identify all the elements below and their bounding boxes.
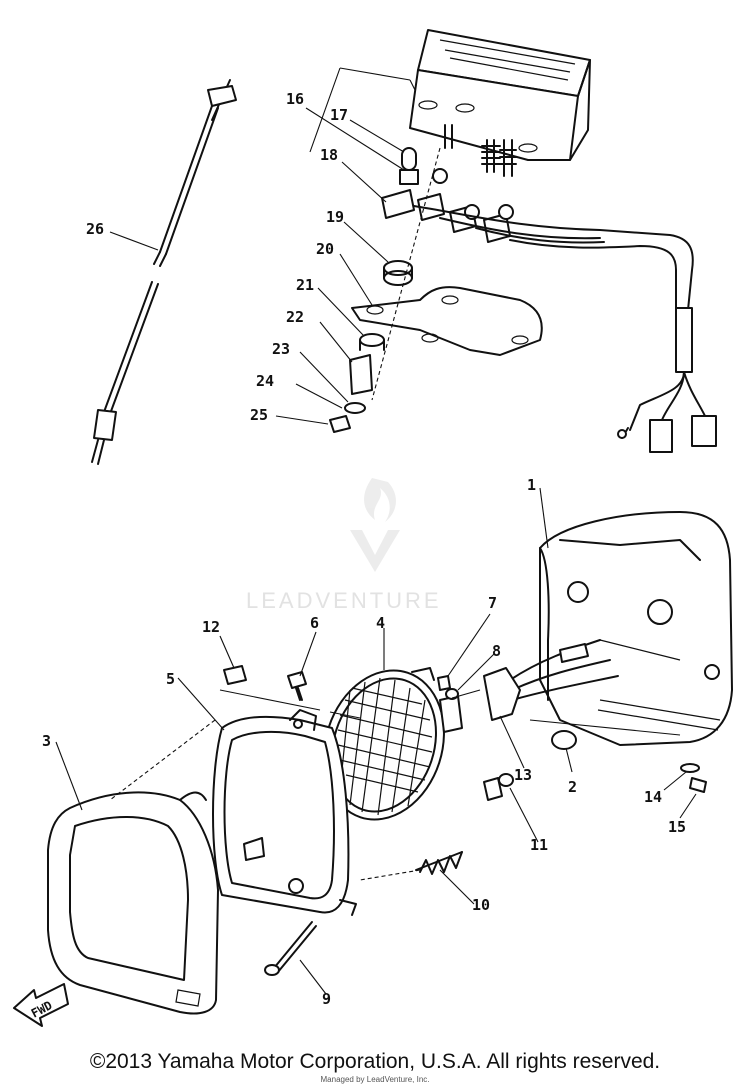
callout-11: 11: [530, 836, 548, 854]
rim-screw: [287, 671, 307, 701]
spacer-collar: [349, 354, 373, 395]
callout-16: 16: [286, 90, 304, 108]
leadventure-logo: [350, 478, 400, 572]
callout-13: 13: [514, 766, 532, 784]
grommet-lower: [359, 333, 385, 351]
headlight-wiring: [483, 639, 619, 721]
callout-5: 5: [166, 670, 175, 688]
washer: [344, 402, 366, 414]
housing-screw: [680, 763, 707, 793]
speedometer-housing: [409, 29, 591, 177]
callout-19: 19: [326, 208, 344, 226]
callout-25: 25: [250, 406, 268, 424]
callout-22: 22: [286, 308, 304, 326]
callout-9: 9: [322, 990, 331, 1008]
headlight-housing: [539, 511, 733, 746]
callout-2: 2: [568, 778, 577, 796]
sealed-beam-unit: [323, 667, 503, 821]
adjusting-screw: [264, 921, 317, 976]
callout-12: 12: [202, 618, 220, 636]
headlight-rim: [212, 709, 357, 916]
headlight-visor: [47, 791, 219, 1015]
fwd-arrow-icon: [13, 983, 69, 1027]
copyright-notice: ©2013 Yamaha Motor Corporation, U.S.A. A…: [89, 1050, 661, 1073]
callout-24: 24: [256, 372, 274, 390]
adjusting-spring: [415, 851, 463, 875]
adjuster-nut: [498, 773, 514, 787]
mount-screw: [223, 665, 247, 685]
callout-4: 4: [376, 614, 385, 632]
grommet: [383, 260, 413, 286]
callout-1: 1: [527, 476, 536, 494]
callout-18: 18: [320, 146, 338, 164]
speedometer-cable: [91, 79, 237, 465]
callout-15: 15: [668, 818, 686, 836]
callout-leaders: [55, 107, 697, 995]
watermark-text: LEADVENTURE: [246, 588, 442, 613]
housing-grommet: [551, 730, 577, 750]
callout-6: 6: [310, 614, 319, 632]
nut: [329, 415, 351, 433]
callout-20: 20: [316, 240, 334, 258]
callout-8: 8: [492, 642, 501, 660]
callout-7: 7: [488, 594, 497, 612]
callout-14: 14: [644, 788, 662, 806]
small-nut: [437, 675, 459, 700]
callout-26: 26: [86, 220, 104, 238]
callout-10: 10: [472, 896, 490, 914]
bulb-sockets-harness: [381, 168, 717, 453]
meter-bracket: [351, 286, 543, 356]
callout-23: 23: [272, 340, 290, 358]
callout-17: 17: [330, 106, 348, 124]
callout-3: 3: [42, 732, 51, 750]
callout-numbers: 1 2 3 4 5 6 7 8 9 10 11 12 13 14 15 16 1…: [42, 90, 686, 1008]
managed-by-note: Managed by LeadVenture, Inc.: [320, 1075, 430, 1084]
callout-21: 21: [296, 276, 314, 294]
bulb: [399, 147, 419, 185]
